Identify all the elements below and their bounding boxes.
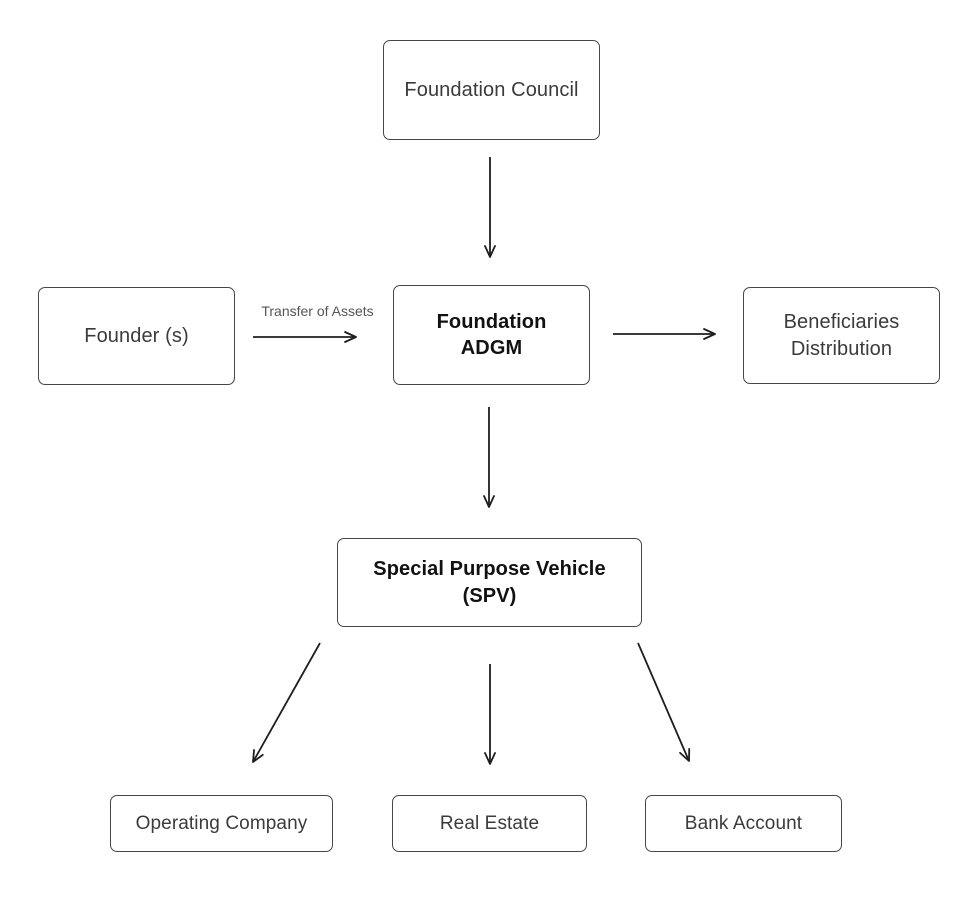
node-founder: Founder (s)	[38, 287, 235, 385]
node-beneficiaries-distribution: Beneficiaries Distribution	[743, 287, 940, 384]
edge-label-transfer-of-assets: Transfer of Assets	[261, 303, 374, 319]
node-real-estate: Real Estate	[392, 795, 587, 852]
node-special-purpose-vehicle: Special Purpose Vehicle (SPV)	[337, 538, 642, 627]
node-operating-company: Operating Company	[110, 795, 333, 852]
node-foundation-adgm: Foundation ADGM	[393, 285, 590, 385]
node-bank-account: Bank Account	[645, 795, 842, 852]
node-foundation-council: Foundation Council	[383, 40, 600, 140]
